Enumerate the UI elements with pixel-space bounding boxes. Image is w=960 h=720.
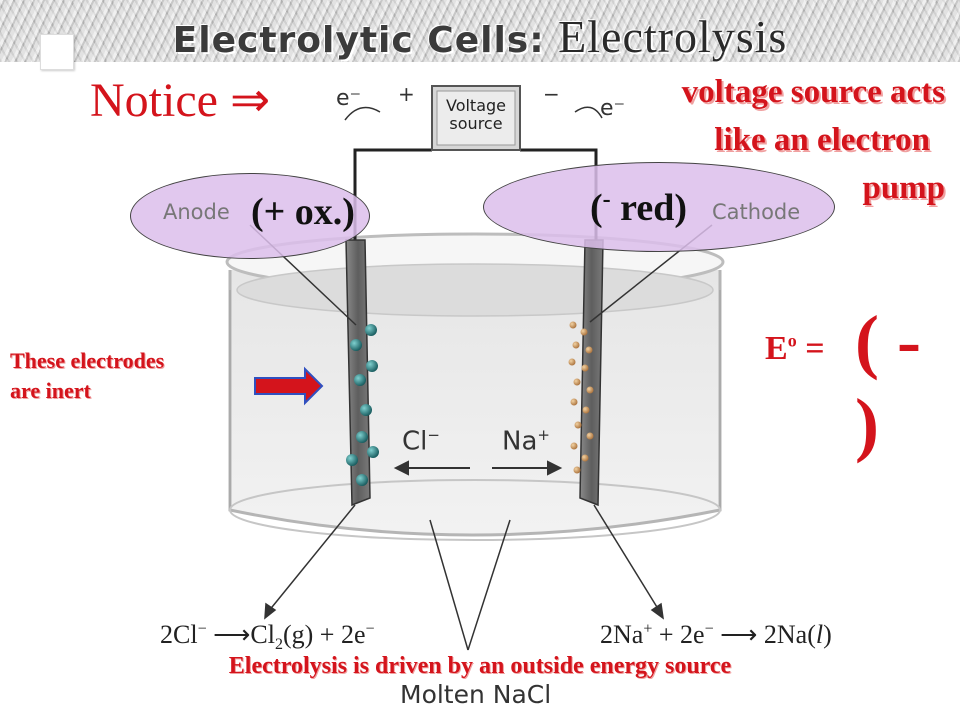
cl-charge: − [427,426,440,444]
anode-label: Anode [163,200,230,224]
molten-nacl-label: Molten NaCl [400,680,552,709]
cathode-note-open: ( [590,187,603,229]
electron-flow-arrow-left [344,106,381,121]
page-title: Electrolytic Cells: Electrolysis [0,10,960,63]
cathode-reduction-note: (- red) [590,186,687,230]
voltage-source-note: voltage source acts like an electron pum… [575,68,945,212]
arrow-icon: ⟶ [720,620,758,649]
cathode-note-sup: - [602,186,611,213]
voltage-source-line2: source [449,114,503,133]
cl-text: Cl [402,426,428,457]
cathode-rxn-d: ) [823,620,832,649]
anode-highlight-ellipse [130,173,370,259]
anode-rxn-a-sup: − [197,620,207,638]
cathode-rxn-a: 2Na [600,620,644,649]
cathode-rxn-b-sup: − [704,620,714,638]
voltage-source-line1: Voltage [445,96,506,115]
eo-symbol: E [765,330,788,367]
chlorine-particles [346,324,379,486]
cathode-note-rest: red) [610,187,687,229]
page-corner-icon [40,34,74,70]
sodium-particles [568,321,594,474]
notice-heading: Notice ⇒ [90,74,271,127]
anode-rxn-c: (g) + 2e [282,620,366,649]
cathode-highlight-ellipse [483,162,835,252]
inert-note-line2: are inert [10,378,91,403]
label-pointer-lines [264,504,664,651]
eo-superscript: o [787,330,797,351]
anode-oxidation-note: (+ ox.) [251,191,355,233]
electron-label-left: e⁻ [336,86,362,111]
electron-label-right: e⁻ [600,96,626,121]
chloride-ion-label: Cl− [402,426,440,457]
na-text: Na [502,426,538,457]
title-part2: Electrolysis [558,11,788,62]
minus-terminal-label: − [543,82,560,106]
anode-reaction: 2Cl− ⟶Cl2(g) + 2e− [160,620,375,654]
standard-potential-label: Eo = [765,330,825,368]
sodium-ion-label: Na+ [502,426,550,457]
inert-note-line1: These electrodes [10,348,165,373]
cathode-reaction: 2Na+ + 2e− ⟶ 2Na(l) [600,620,832,650]
anode-rxn-a: 2Cl [160,620,198,649]
title-part1: Electrolytic Cells: [172,20,545,61]
voltage-note-line3: pump [862,170,945,206]
voltage-note-line2: like an electron [714,122,930,158]
anode-rxn-b: Cl [250,620,275,649]
cathode-rxn-c: 2Na( [763,620,816,649]
plus-terminal-label: + [398,82,415,106]
anode-rxn-c-sup: − [365,620,375,638]
voltage-source-label: Voltage source [430,86,522,148]
red-pointer-arrow [254,366,324,406]
electron-flow-arrow-right [574,106,603,119]
header-texture [0,0,960,62]
cathode-rxn-a-sup: + [643,620,653,638]
cathode-label: Cathode [712,200,801,224]
eo-equals: = [796,330,825,367]
standard-potential-value: ( - ) [855,301,921,464]
cathode-rxn-c-italic: l [815,620,824,649]
inert-electrodes-note: These electrodes are inert [10,346,164,406]
ion-migration-arrows [393,460,563,476]
voltage-note-line1: voltage source acts [681,74,945,110]
arrow-icon: ⟶ [213,620,251,649]
footer-note: Electrolysis is driven by an outside ene… [228,653,732,679]
cathode-rxn-b: + 2e [652,620,705,649]
na-charge: + [537,426,550,444]
anode-rxn-b-sub: 2 [274,636,283,654]
